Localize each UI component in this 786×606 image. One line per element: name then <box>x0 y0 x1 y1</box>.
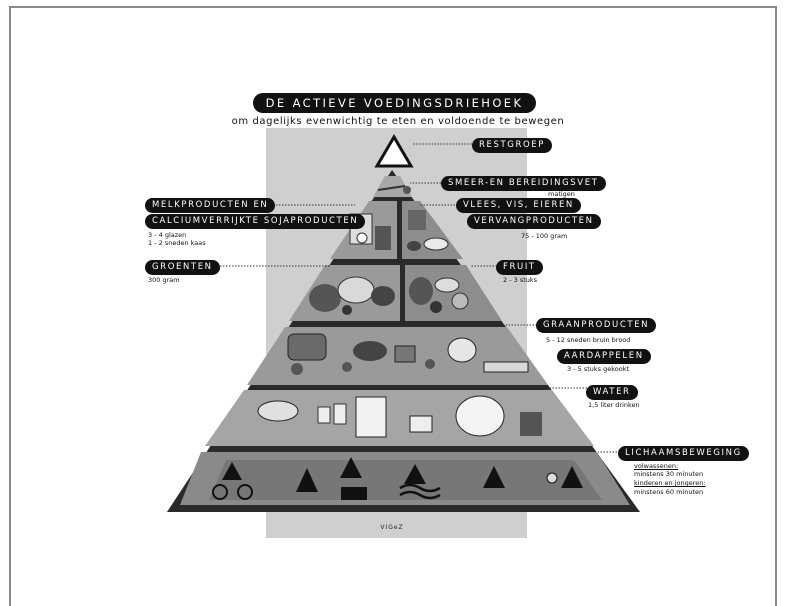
poster-title: DE ACTIEVE VOEDINGSDRIEHOEK <box>253 93 536 113</box>
label-water: WATER <box>586 385 638 400</box>
note-water: 1,5 liter drinken <box>588 401 640 409</box>
note-groenten: 300 gram <box>148 276 180 284</box>
level-fruit <box>405 265 502 321</box>
note-beweging-line3: kinderen en jongeren: <box>634 479 706 487</box>
pyramid-graphic <box>167 128 640 538</box>
note-vlees: 75 - 100 gram <box>521 232 568 240</box>
label-vlees-line2: VERVANGPRODUCTEN <box>467 214 601 229</box>
label-groenten: GROENTEN <box>145 260 220 275</box>
label-melk-line2: CALCIUMVERRIJKTE SOJAPRODUCTEN <box>145 214 366 229</box>
label-graan: GRAANPRODUCTEN <box>536 318 657 333</box>
label-fruit: FRUIT <box>496 260 543 275</box>
label-beweging: LICHAAMSBEWEGING <box>618 446 749 461</box>
label-restgroep: RESTGROEP <box>472 138 552 153</box>
label-melk-line1: MELKPRODUCTEN EN <box>145 198 276 213</box>
level-smeer <box>373 176 412 197</box>
note-graan: 5 - 12 sneden bruin brood <box>546 336 631 344</box>
label-vlees-line1: VLEES, VIS, EIEREN <box>456 198 581 213</box>
label-aardappelen: AARDAPPELEN <box>557 349 651 364</box>
poster-subtitle: om dagelijks evenwichtig te eten en vold… <box>231 116 565 127</box>
note-melk-line1: 3 - 4 glazen <box>148 231 187 239</box>
label-smeer: SMEER-EN BEREIDINGSVET <box>441 176 606 191</box>
restgroep-triangle <box>374 134 414 168</box>
note-melk-line2: 1 - 2 sneden kaas <box>148 239 206 247</box>
footer-logo-text: VIGeZ <box>380 524 404 531</box>
note-aardappelen: 3 - 5 stuks gekookt <box>567 365 630 373</box>
note-fruit: 2 - 3 stuks <box>503 276 538 284</box>
note-beweging-line2: minstens 30 minuten <box>634 470 704 478</box>
note-beweging-line1: volwassenen: <box>634 462 679 470</box>
note-beweging-line4: minstens 60 minuten <box>634 488 704 496</box>
note-smeer: matigen <box>548 190 575 198</box>
